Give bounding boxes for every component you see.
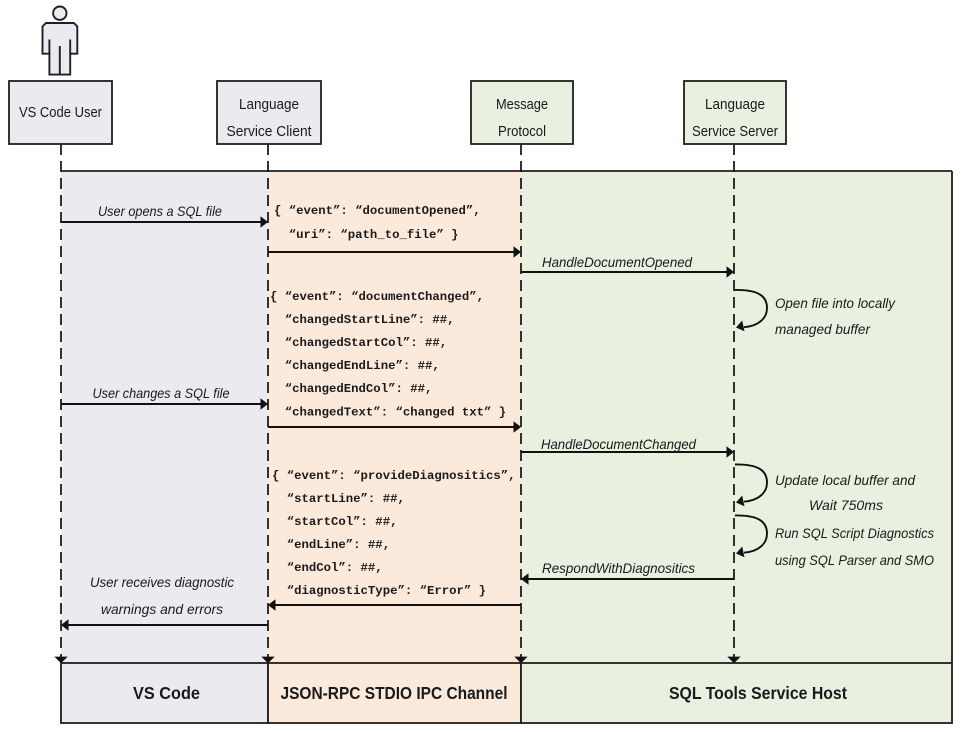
svg-text:using SQL Parser and SMO: using SQL Parser and SMO: [775, 552, 934, 568]
svg-text:VS Code: VS Code: [133, 683, 200, 703]
svg-text:Update local buffer and: Update local buffer and: [775, 472, 916, 488]
svg-text:“changedEndLine”: ##,: “changedEndLine”: ##,: [270, 359, 440, 373]
svg-text:Service Client: Service Client: [227, 124, 312, 140]
svg-text:SQL Tools Service Host: SQL Tools Service Host: [669, 683, 847, 703]
svg-text:managed buffer: managed buffer: [775, 321, 871, 337]
svg-text:Open file into locally: Open file into locally: [775, 295, 896, 311]
svg-text:“endCol”: ##,: “endCol”: ##,: [272, 561, 383, 575]
svg-text:User receives diagnostic: User receives diagnostic: [90, 574, 234, 590]
svg-text:“changedStartLine”: ##,: “changedStartLine”: ##,: [270, 313, 454, 327]
svg-text:warnings and errors: warnings and errors: [101, 601, 223, 617]
svg-text:“startLine”: ##,: “startLine”: ##,: [272, 492, 405, 506]
svg-text:“changedText”: “changed txt” }: “changedText”: “changed txt” }: [270, 406, 506, 420]
svg-text:User opens a SQL file: User opens a SQL file: [98, 203, 222, 219]
svg-text:Run SQL Script Diagnostics: Run SQL Script Diagnostics: [775, 525, 934, 541]
svg-text:User changes a SQL file: User changes a SQL file: [93, 385, 230, 401]
svg-text:JSON-RPC STDIO IPC Channel: JSON-RPC STDIO IPC Channel: [281, 683, 508, 703]
svg-text:“uri”: “path_to_file” }: “uri”: “path_to_file” }: [274, 228, 458, 242]
svg-text:HandleDocumentOpened: HandleDocumentOpened: [542, 254, 693, 270]
svg-text:“changedStartCol”: ##,: “changedStartCol”: ##,: [270, 336, 447, 350]
svg-text:Message: Message: [496, 97, 548, 113]
svg-text:{ “event”: “documentChanged”,: { “event”: “documentChanged”,: [270, 290, 484, 304]
svg-text:Service Server: Service Server: [692, 124, 778, 140]
svg-text:“endLine”: ##,: “endLine”: ##,: [272, 538, 390, 552]
svg-text:HandleDocumentChanged: HandleDocumentChanged: [541, 436, 697, 452]
svg-text:Wait 750ms: Wait 750ms: [809, 497, 883, 513]
svg-text:“diagnosticType”: “Error” }: “diagnosticType”: “Error” }: [272, 584, 486, 598]
svg-text:“startCol”: ##,: “startCol”: ##,: [272, 515, 397, 529]
svg-text:Language: Language: [239, 97, 299, 113]
svg-text:VS Code User: VS Code User: [19, 105, 102, 121]
svg-text:“changedEndCol”: ##,: “changedEndCol”: ##,: [270, 382, 432, 396]
svg-text:{ “event”: “provideDiagnositic: { “event”: “provideDiagnositics”,: [272, 469, 516, 483]
svg-text:{ “event”: “documentOpened”,: { “event”: “documentOpened”,: [274, 204, 481, 218]
svg-text:Protocol: Protocol: [498, 124, 546, 140]
svg-text:RespondWithDiagnositics: RespondWithDiagnositics: [542, 560, 695, 576]
svg-text:Language: Language: [705, 97, 765, 113]
